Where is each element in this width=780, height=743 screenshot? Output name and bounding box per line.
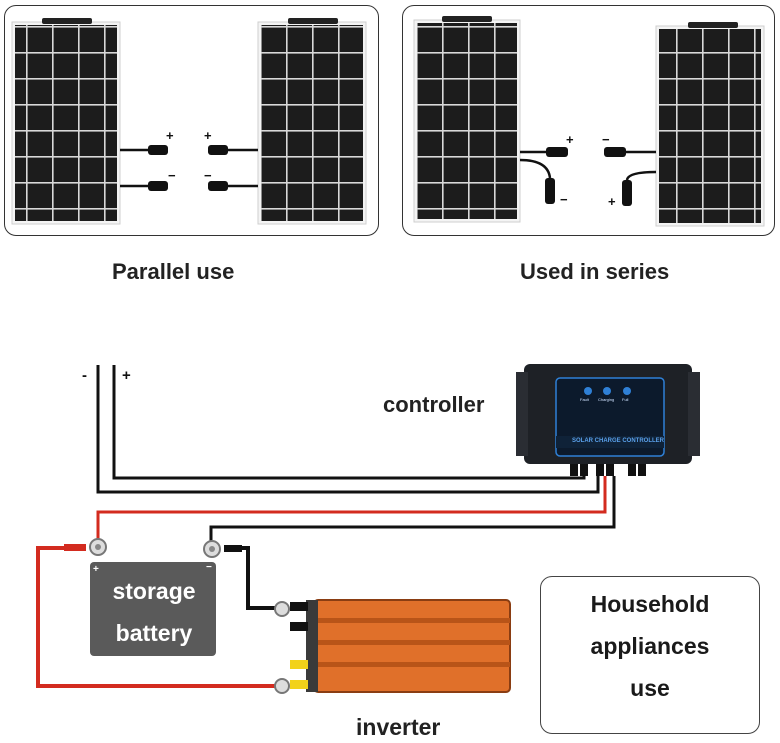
controller-battery-leads: [96, 476, 616, 546]
battery-plus-sign: +: [93, 564, 99, 575]
panel-minus-sign: -: [82, 367, 87, 384]
solar-panel-parallel-left: [11, 18, 121, 225]
household-appliances-box: Household appliances use: [540, 576, 760, 734]
battery-line-1: storage: [112, 578, 196, 604]
series-plus-top: +: [566, 132, 574, 147]
parallel-connectors: [120, 145, 258, 191]
controller-light-full: Full: [622, 397, 629, 402]
series-plus-bottom: +: [608, 194, 616, 209]
solar-panel-series-right: [655, 22, 765, 227]
solar-panel-parallel-right: [257, 18, 367, 225]
controller-label: controller: [383, 392, 485, 417]
series-caption: Used in series: [520, 259, 670, 284]
solar-panel-series-left: [413, 16, 521, 223]
series-connectors: [519, 147, 657, 206]
series-minus-top: −: [602, 132, 610, 147]
appliances-line-2: appliances: [590, 633, 710, 659]
parallel-caption: Parallel use: [112, 259, 235, 284]
battery-line-2: battery: [115, 620, 193, 646]
battery-terminals: [64, 538, 242, 558]
charge-controller-body: [516, 364, 700, 476]
parallel-minus-left: −: [168, 168, 176, 183]
appliances-line-3: use: [630, 675, 670, 701]
controller-brand: SOLAR CHARGE CONTROLLER: [572, 438, 664, 444]
parallel-minus-right: −: [204, 168, 212, 183]
battery-inverter-leads: [36, 546, 275, 688]
parallel-plus-left: +: [166, 128, 174, 143]
series-minus-bottom: −: [560, 192, 568, 207]
inverter-label: inverter: [356, 714, 441, 740]
battery-minus-sign: −: [206, 562, 212, 573]
appliances-line-1: Household: [590, 591, 710, 617]
controller-light-charging: Charging: [598, 397, 615, 402]
panel-leads: [96, 365, 600, 494]
panel-plus-sign: +: [122, 367, 131, 384]
storage-battery-label: storage battery: [92, 568, 216, 658]
inverter-body: [274, 599, 511, 694]
parallel-plus-right: +: [204, 128, 212, 143]
storage-battery-body: [90, 562, 216, 656]
controller-light-fault: Fault: [580, 397, 589, 402]
